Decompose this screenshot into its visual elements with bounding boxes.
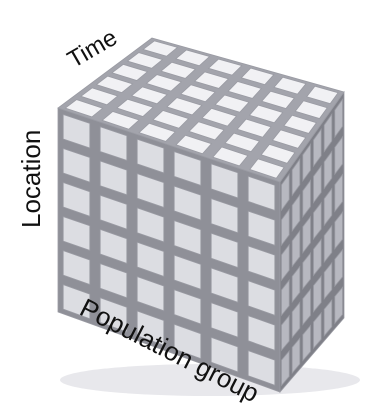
location-axis-label: Location [18, 130, 44, 228]
